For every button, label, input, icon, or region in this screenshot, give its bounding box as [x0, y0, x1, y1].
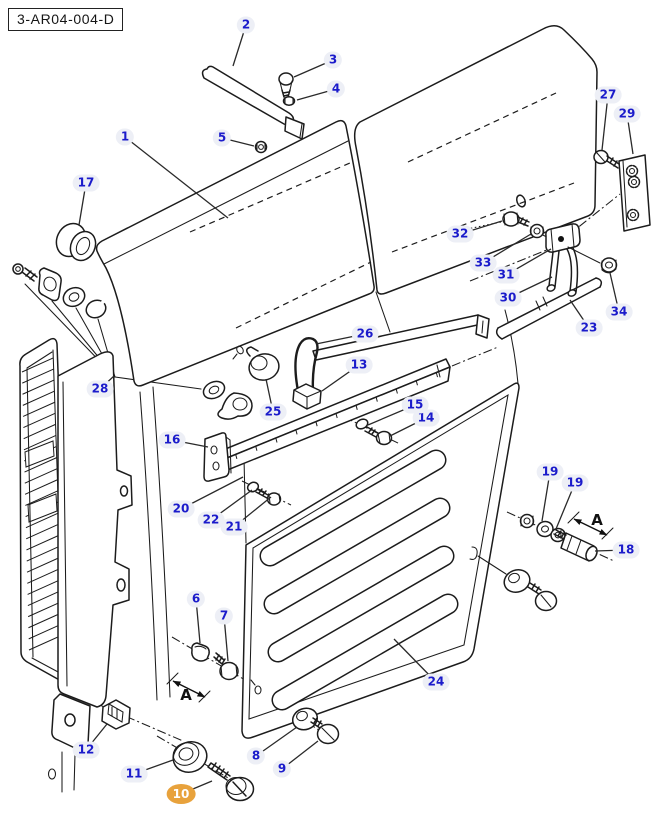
- callout-30[interactable]: 30: [494, 289, 522, 307]
- fasteners-14-15: [355, 418, 393, 446]
- dimension-arrows: [166, 511, 614, 703]
- callout-24[interactable]: 24: [422, 673, 450, 691]
- callout-2[interactable]: 2: [236, 16, 256, 34]
- callout-33[interactable]: 33: [469, 254, 497, 272]
- side-frame-panel: [57, 351, 133, 708]
- bracket-16: [203, 432, 232, 482]
- mounting-plate-29: [593, 149, 651, 232]
- fastener-group-6-7: [191, 642, 239, 681]
- callout-14[interactable]: 14: [412, 409, 440, 427]
- callout-3[interactable]: 3: [323, 51, 343, 69]
- callout-25[interactable]: 25: [259, 403, 287, 421]
- callout-12[interactable]: 12: [72, 741, 100, 759]
- callout-19a[interactable]: 19: [536, 463, 564, 481]
- drawing-number: 3-AR04-004-D: [8, 8, 124, 31]
- callout-34[interactable]: 34: [605, 303, 633, 321]
- callout-20[interactable]: 20: [167, 500, 195, 518]
- callout-16[interactable]: 16: [158, 431, 186, 449]
- callout-9[interactable]: 9: [272, 760, 292, 778]
- callout-31[interactable]: 31: [492, 266, 520, 284]
- callout-29[interactable]: 29: [613, 105, 641, 123]
- support-rail: [215, 314, 490, 474]
- callout-8[interactable]: 8: [246, 747, 266, 765]
- nut-5: [254, 140, 268, 154]
- dim-marker-a-upper: A: [591, 511, 603, 529]
- bolt-3: [278, 72, 294, 98]
- screw-10: [207, 762, 255, 802]
- callout-13[interactable]: 13: [345, 356, 373, 374]
- washer-8: [291, 707, 319, 731]
- callout-1[interactable]: 1: [115, 128, 135, 146]
- nut-4: [282, 96, 296, 106]
- callout-27[interactable]: 27: [594, 86, 622, 104]
- callout-28[interactable]: 28: [86, 380, 114, 398]
- callout-19b[interactable]: 19: [561, 474, 589, 492]
- fastener-group-18-19: [503, 513, 598, 612]
- rail-tick-marks: [235, 372, 439, 460]
- louvers: [259, 449, 459, 711]
- callout-32[interactable]: 32: [446, 225, 474, 243]
- callout-26[interactable]: 26: [351, 325, 379, 343]
- callout-11[interactable]: 11: [120, 765, 148, 783]
- lower-mount-bracket: [47, 693, 91, 793]
- trim-strip: [201, 65, 305, 140]
- callout-5[interactable]: 5: [212, 129, 232, 147]
- washer-11: [172, 741, 208, 773]
- callout-21[interactable]: 21: [220, 518, 248, 536]
- latch-kit-parts: [12, 263, 107, 319]
- callout-6[interactable]: 6: [186, 590, 206, 608]
- callout-18[interactable]: 18: [612, 541, 640, 559]
- callout-23[interactable]: 23: [575, 319, 603, 337]
- screw-9: [310, 717, 340, 745]
- clip-12: [101, 699, 131, 730]
- stay-rod-assembly: [457, 211, 618, 340]
- front-grille: [19, 337, 70, 683]
- dim-marker-a-lower: A: [180, 686, 192, 704]
- hood-panel-left: [95, 119, 375, 387]
- fasteners-21-22: [246, 481, 282, 506]
- callout-17[interactable]: 17: [72, 174, 100, 192]
- callout-15[interactable]: 15: [401, 396, 429, 414]
- latch-knob-17: [55, 222, 97, 262]
- callout-4[interactable]: 4: [326, 80, 346, 98]
- callout-22[interactable]: 22: [197, 511, 225, 529]
- callout-10[interactable]: 10: [166, 784, 196, 804]
- callout-7[interactable]: 7: [214, 607, 234, 625]
- louvered-panel-24: [241, 382, 520, 739]
- latch-hardware: [202, 336, 322, 420]
